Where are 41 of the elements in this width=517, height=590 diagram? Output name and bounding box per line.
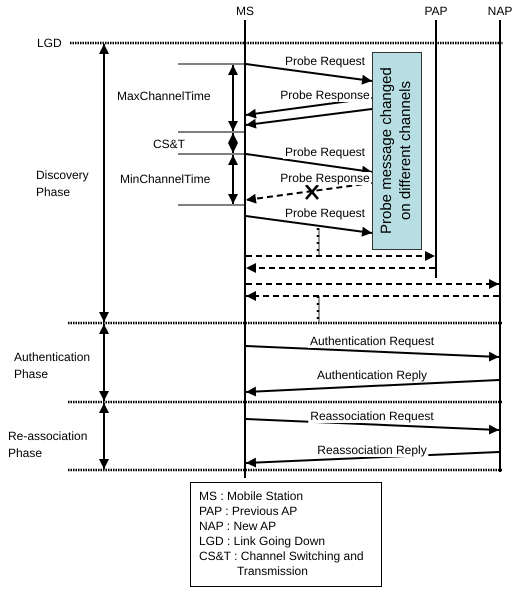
message-label: Probe Request (282, 55, 368, 68)
note-text: Probe message changed on different channels (377, 66, 415, 236)
interval-label: MaxChannelTime (117, 89, 211, 104)
abbreviation-box (190, 482, 382, 587)
abbreviation-definition: MS : Mobile Station (199, 489, 304, 504)
abbreviation-definition: NAP : New AP (199, 519, 278, 534)
message-arrow (246, 63, 372, 85)
note-box (372, 52, 422, 250)
message-label: Authentication Reply (314, 369, 430, 382)
message-arrow (246, 215, 372, 237)
abbreviation-definition: PAP : Previous AP (199, 504, 298, 519)
participant-label: MS (236, 4, 254, 18)
message-label: Reassociation Request (308, 410, 436, 423)
phase-marker-label: LGD (37, 36, 62, 51)
message-label: Probe Request (282, 207, 368, 220)
message-arrow (246, 345, 500, 362)
participant-label: PAP (424, 4, 448, 18)
participant-lifeline (423, 4, 449, 278)
participant-label: NAP (488, 4, 512, 18)
message-arrow (246, 451, 500, 468)
message-arrow (246, 379, 500, 397)
message-label: Probe Request (282, 146, 368, 159)
interval-label: MinChannelTime (120, 172, 210, 187)
message-arrow (246, 291, 499, 301)
message-label: Authentication Request (308, 335, 436, 348)
message-label: Reassociation Reply (315, 444, 429, 457)
phase-label: Discovery Phase (36, 167, 90, 201)
abbreviation-definition: LGD : Link Going Down (199, 534, 326, 549)
message-label: Probe Response (278, 89, 372, 102)
interval-label: CS&T (153, 137, 186, 152)
message-arrow (246, 251, 435, 261)
participant-lifeline (487, 4, 513, 472)
message-label: Probe Response (278, 172, 372, 185)
abbreviation-definition: CS&T : Channel Switching and Transmission (199, 549, 365, 579)
phase-label: Authentication Phase (14, 349, 92, 383)
message-arrow (246, 263, 435, 273)
message-arrow (246, 279, 499, 289)
phase-label: Re-association Phase (8, 428, 88, 462)
message-arrow (246, 182, 372, 204)
message-arrow (246, 108, 372, 129)
message-arrow (246, 418, 500, 435)
